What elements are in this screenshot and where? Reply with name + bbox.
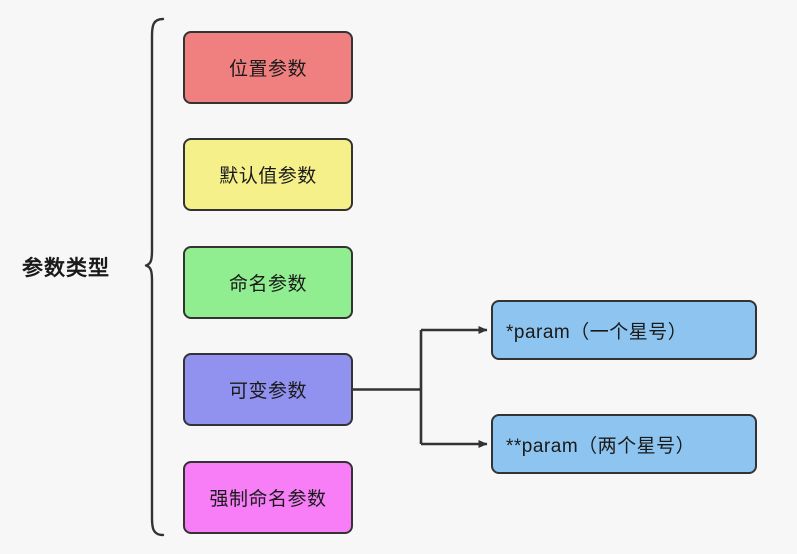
node-label: 可变参数: [228, 381, 307, 402]
node-label: 命名参数: [228, 274, 307, 295]
grouping-brace: [144, 17, 165, 537]
node-label: 位置参数: [228, 59, 307, 80]
node-label: *param（一个星号）: [506, 321, 688, 343]
node-variadic-parameter[interactable]: 可变参数: [183, 353, 353, 426]
node-single-star-param[interactable]: *param（一个星号）: [491, 300, 757, 360]
node-positional-parameter[interactable]: 位置参数: [183, 31, 353, 104]
node-named-parameter[interactable]: 命名参数: [183, 246, 353, 319]
node-label: 默认值参数: [219, 166, 317, 187]
node-double-star-param[interactable]: **param（两个星号）: [491, 414, 757, 474]
node-label: **param（两个星号）: [506, 435, 696, 457]
node-keyword-only-parameter[interactable]: 强制命名参数: [183, 461, 353, 534]
node-default-value-parameter[interactable]: 默认值参数: [183, 138, 353, 211]
root-label-parameter-types: 参数类型: [22, 257, 110, 280]
node-label: 强制命名参数: [209, 489, 327, 510]
